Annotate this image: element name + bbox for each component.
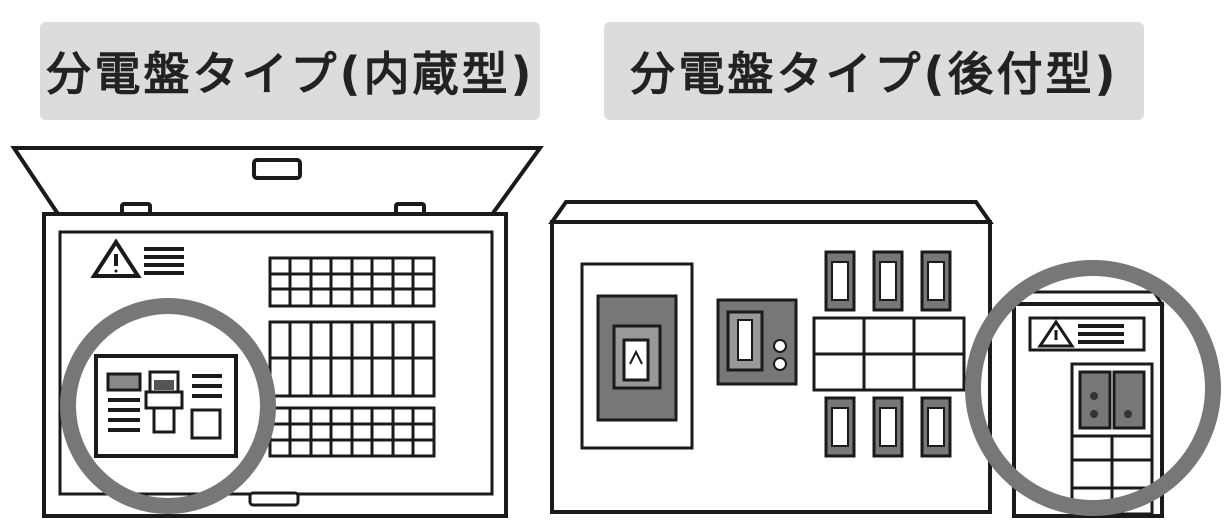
warning-text-lines: [144, 247, 184, 275]
label-retrofit-type: 分電盤タイプ(後付型): [604, 22, 1144, 120]
panel-handle: [248, 491, 300, 507]
main-breaker-switch: [622, 338, 650, 382]
label-built-in-type: 分電盤タイプ(内蔵型): [40, 22, 540, 120]
warning-triangle-icon: [90, 238, 142, 278]
branch-breakers-bottom: [824, 396, 952, 458]
breaker-row-middle: [268, 320, 436, 398]
retrofit-panel-top: [548, 200, 994, 224]
lid-latch: [252, 158, 302, 180]
retrofit-sensor-unit: [1011, 290, 1165, 518]
branch-breakers-top: [824, 250, 952, 312]
breaker-row-top: [268, 256, 436, 308]
label-retrofit-type-text: 分電盤タイプ(後付型): [629, 47, 1119, 101]
breaker-label-grid: [812, 316, 966, 392]
highlight-circle-left: [60, 298, 276, 514]
label-built-in-type-text: 分電盤タイプ(内蔵型): [45, 47, 535, 101]
retrofit-panel: [548, 200, 1165, 518]
built-in-sensor-module: [94, 354, 238, 458]
warning-triangle-icon-sensor: [1037, 319, 1075, 348]
built-in-panel: [10, 146, 544, 518]
breaker-row-bottom: [268, 406, 436, 458]
highlight-circle-right: [965, 260, 1221, 516]
test-button-bottom: [773, 357, 787, 371]
test-button-top: [773, 339, 787, 353]
